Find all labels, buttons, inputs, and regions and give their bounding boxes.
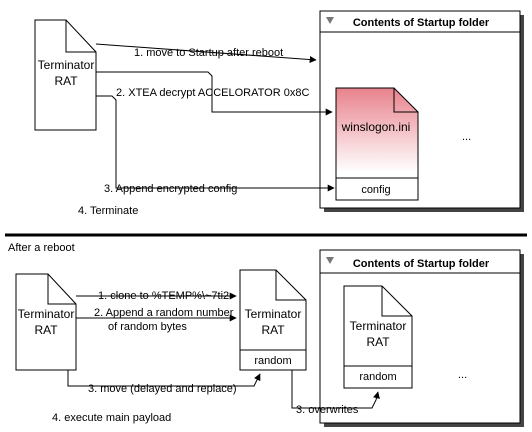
startup-random-section: random bbox=[359, 371, 396, 383]
step3-label: 3. Append encrypted config bbox=[104, 183, 237, 195]
startup-folder-top: Contents of Startup folder ... bbox=[319, 10, 524, 212]
arrow-step2 bbox=[96, 71, 333, 116]
collapse-triangle-icon bbox=[326, 17, 334, 24]
step1-label: 1. move to Startup after reboot bbox=[134, 47, 283, 59]
terminator-rat-clone-doc: Terminator RAT random bbox=[239, 269, 307, 371]
terminator-rat-startup-doc: Terminator RAT random bbox=[343, 285, 413, 389]
step2-label: 2. XTEA decrypt ACCELORATOR 0x8C bbox=[116, 87, 309, 99]
winslogon-ini-doc: winslogon.ini config bbox=[335, 87, 419, 201]
overwrites-label: 3. overwrites bbox=[296, 404, 359, 416]
terminator-rat-doc-top: Terminator RAT bbox=[34, 19, 97, 131]
execute-label: 4. execute main payload bbox=[52, 412, 171, 424]
doc-label-line2: RAT bbox=[34, 323, 58, 337]
clone-label: 1. clone to %TEMP%\~7ti2 bbox=[98, 290, 229, 302]
folder-ellipsis-bottom: ... bbox=[458, 369, 467, 381]
doc-label-line1: Terminator bbox=[245, 307, 302, 321]
arrow-move bbox=[67, 370, 261, 387]
startup-folder-bottom: Contents of Startup folder ... bbox=[319, 249, 524, 427]
doc-label-line1: Terminator bbox=[350, 319, 407, 333]
doc-label-line1: Terminator bbox=[18, 307, 75, 321]
folder-title-top: Contents of Startup folder bbox=[353, 17, 490, 29]
arrow-step1 bbox=[95, 43, 317, 64]
after-reboot-label: After a reboot bbox=[8, 242, 75, 254]
doc-label-line1: Terminator bbox=[38, 58, 95, 72]
folder-title-bottom: Contents of Startup folder bbox=[353, 258, 490, 270]
append-label-line2: of random bytes bbox=[108, 321, 187, 333]
terminator-rat-doc-bottom: Terminator RAT bbox=[15, 273, 77, 371]
folder-ellipsis-top: ... bbox=[462, 131, 471, 143]
step4-label: 4. Terminate bbox=[78, 205, 138, 217]
clone-random-section: random bbox=[254, 355, 291, 367]
ini-filename: winslogon.ini bbox=[341, 120, 411, 134]
arrow-step3 bbox=[96, 95, 335, 192]
doc-label-line2: RAT bbox=[261, 323, 285, 337]
doc-label-line2: RAT bbox=[366, 335, 390, 349]
ini-config-section: config bbox=[361, 184, 390, 196]
move-label: 3. move (delayed and replace) bbox=[88, 383, 237, 395]
collapse-triangle-icon bbox=[326, 257, 334, 264]
doc-label-line2: RAT bbox=[54, 74, 78, 88]
append-label-line1: 2. Append a random number bbox=[94, 307, 234, 319]
arrow-overwrites bbox=[291, 370, 380, 409]
